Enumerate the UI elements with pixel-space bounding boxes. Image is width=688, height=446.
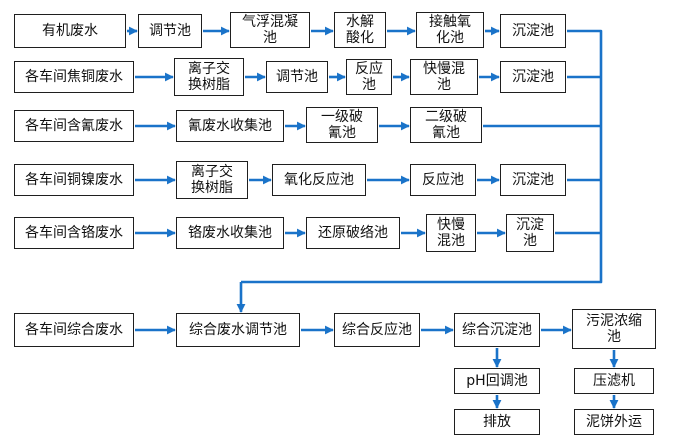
row1-step-3: 水解 酸化 (334, 12, 386, 48)
row4-step-4: 沉淀池 (500, 164, 566, 196)
row3-step-2: 一级破 氰池 (306, 107, 378, 143)
row4-step-3: 反应池 (410, 164, 476, 196)
source-chromium-wastewater: 各车间含铬废水 (14, 217, 134, 249)
row4-step-2: 氧化反应池 (272, 164, 366, 196)
row2-step-3: 反应 池 (346, 59, 392, 95)
row5-step-2: 还原破络池 (306, 217, 400, 249)
sludge-cake-haul: 泥饼外运 (574, 409, 654, 435)
row6-step-3: 综合沉淀池 (454, 313, 540, 347)
source-combined-wastewater: 各车间综合废水 (14, 313, 134, 347)
filter-press: 压滤机 (574, 368, 654, 394)
row1-step-5: 沉淀池 (500, 14, 566, 48)
row5-step-1: 铬废水收集池 (176, 217, 284, 249)
discharge: 排放 (454, 409, 540, 435)
row3-step-3: 二级破 氰池 (410, 107, 482, 143)
collector-bus (241, 29, 603, 284)
source-cyanide-wastewater: 各车间含氰废水 (14, 110, 134, 142)
row6-step-4: 污泥浓缩 池 (572, 309, 656, 349)
row2-step-5: 沉淀池 (500, 61, 566, 93)
source-copper-nickel-wastewater: 各车间铜镍废水 (14, 164, 134, 196)
row3-step-1: 氰废水收集池 (176, 110, 284, 142)
ph-adjust-tank: pH回调池 (454, 368, 540, 394)
row5-step-3: 快慢 混池 (426, 214, 476, 252)
row1-step-4: 接触氧 化池 (416, 12, 484, 48)
row1-step-1: 调节池 (138, 14, 202, 48)
row1-step-2: 气浮混凝 池 (230, 12, 310, 48)
row2-step-2: 调节池 (266, 61, 328, 93)
source-copper-pyro-wastewater: 各车间焦铜废水 (14, 61, 134, 93)
row6-step-1: 综合废水调节池 (176, 313, 300, 347)
row2-step-4: 快慢混 池 (410, 59, 478, 95)
row5-step-4: 沉淀 池 (506, 214, 554, 252)
source-organic-wastewater: 有机废水 (14, 14, 126, 48)
row4-step-1: 离子交 换树脂 (176, 161, 248, 199)
row6-step-2: 综合反应池 (334, 313, 420, 347)
row2-step-1: 离子交 换树脂 (174, 58, 244, 96)
